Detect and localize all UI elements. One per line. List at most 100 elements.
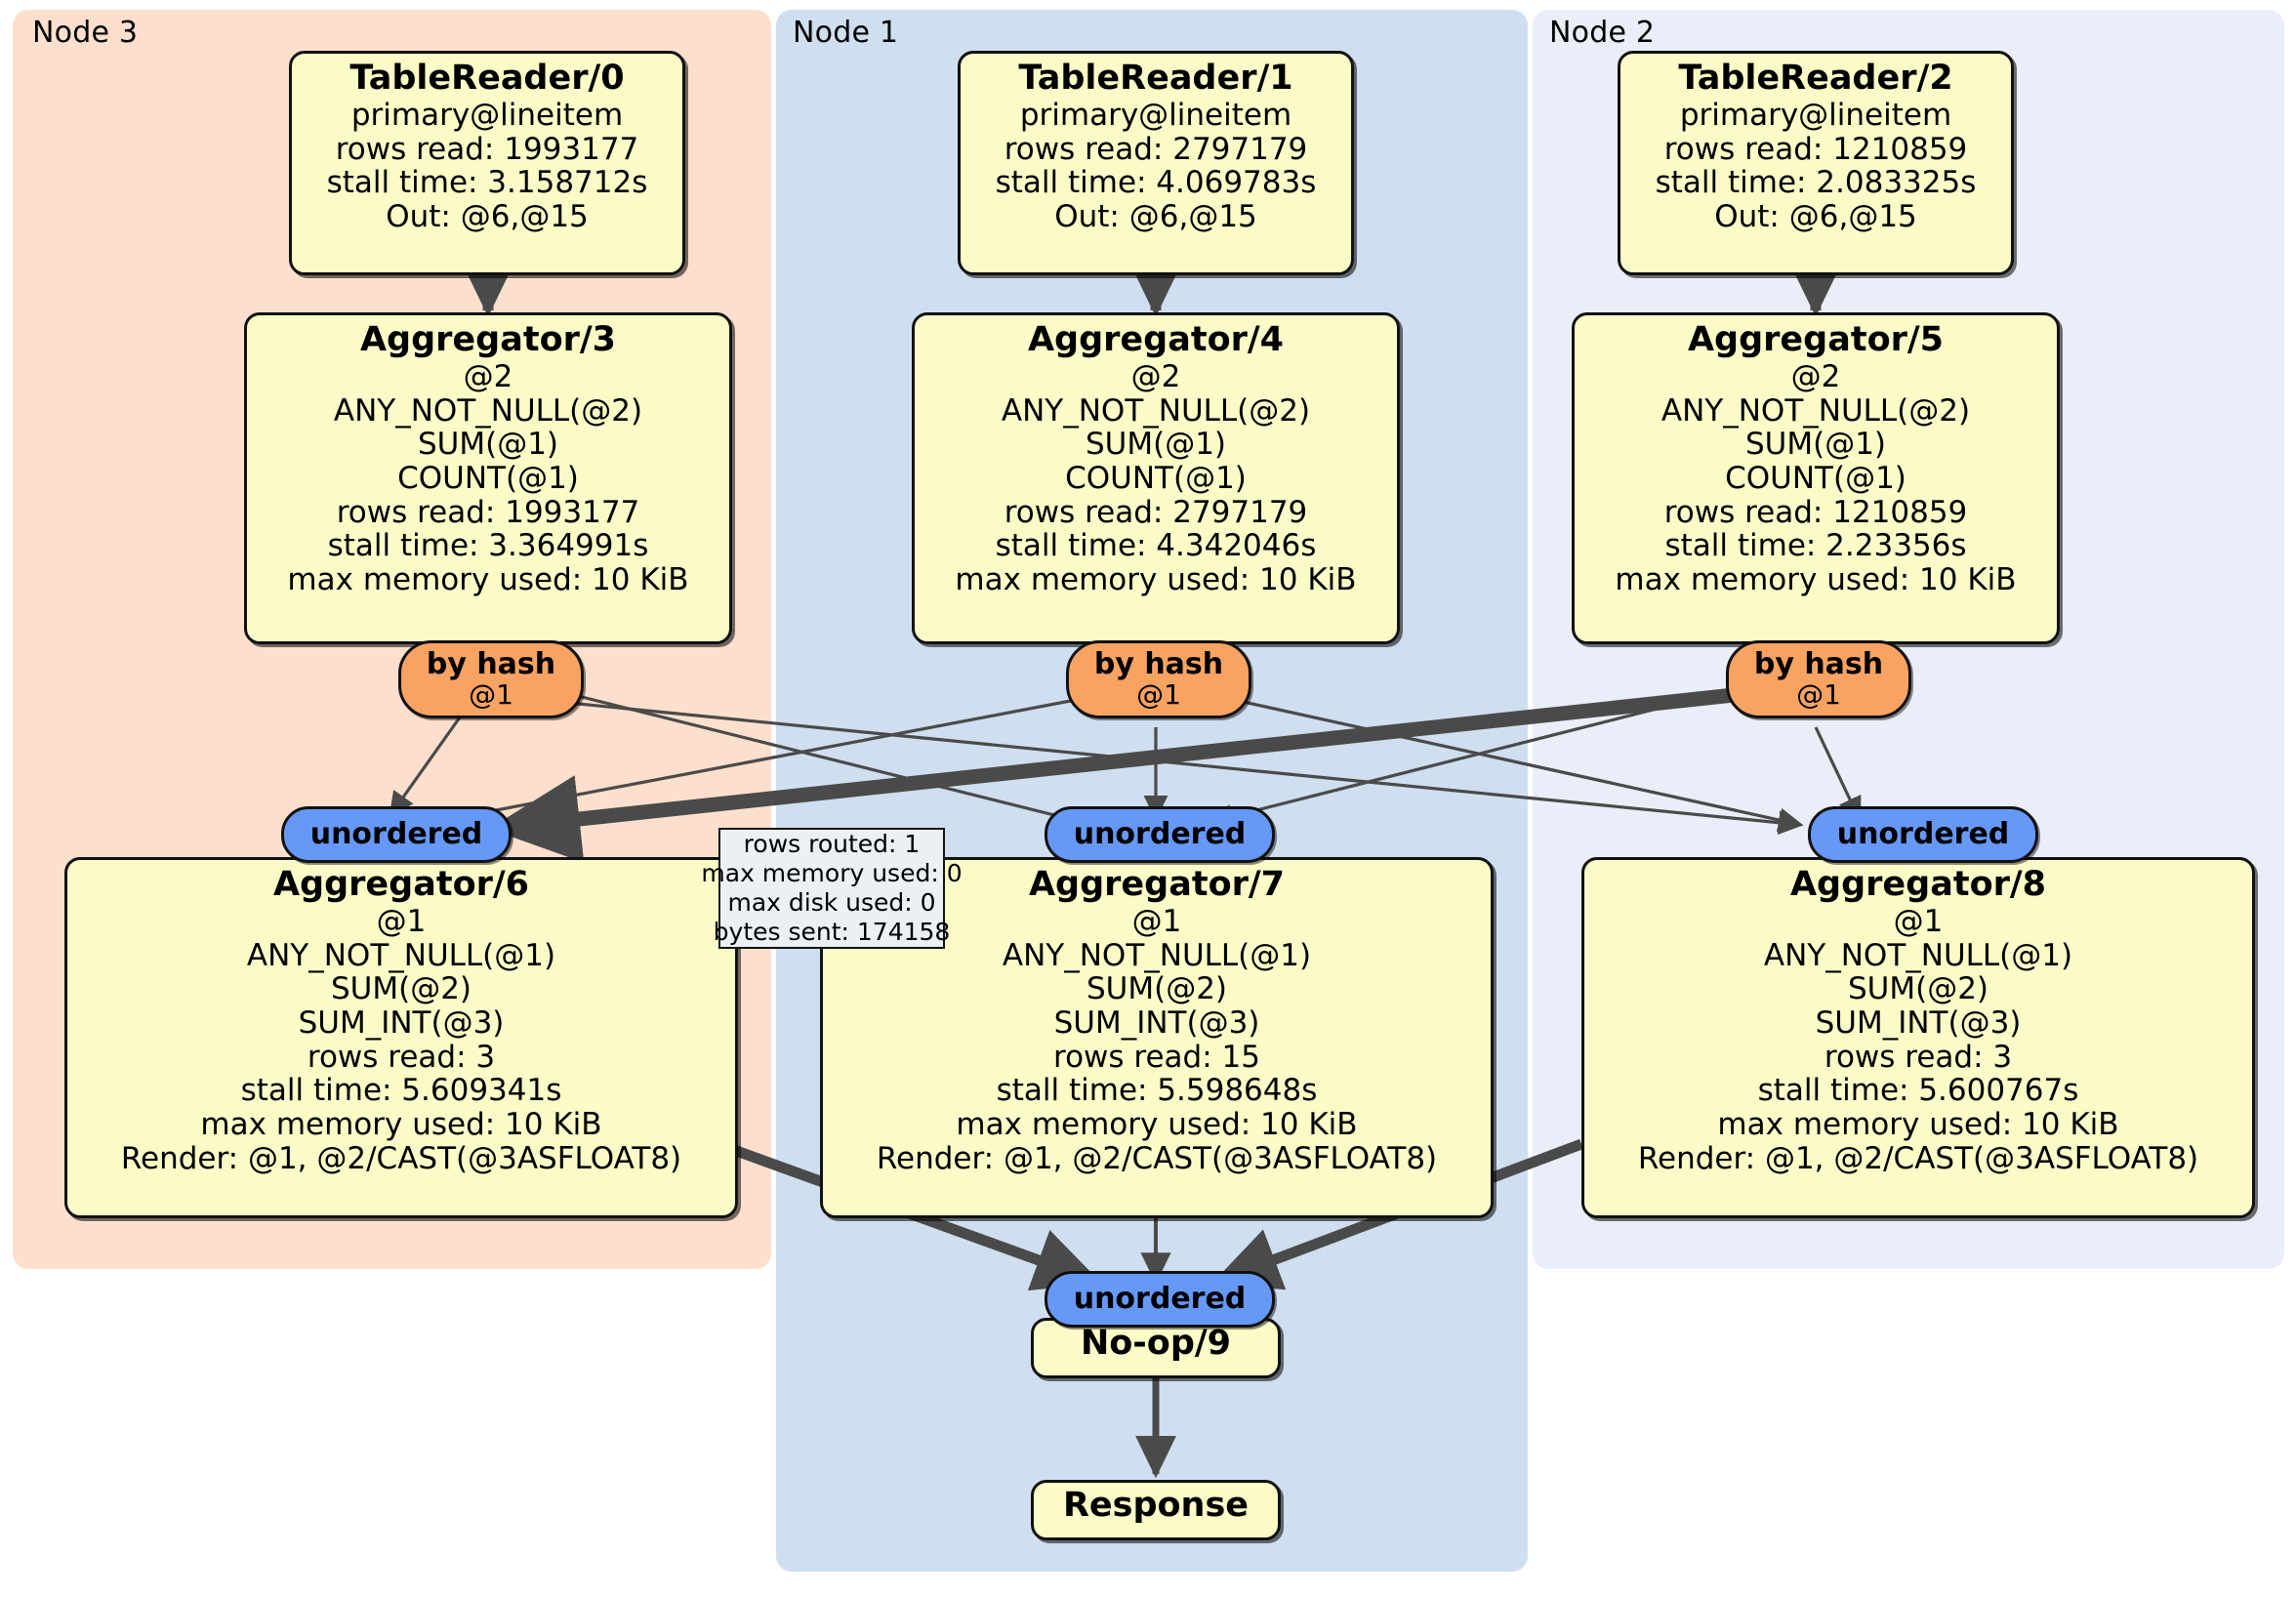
processor-aggregator-8[interactable]: Aggregator/8 @1 ANY_NOT_NULL(@1) SUM(@2)… [1581,857,2255,1218]
processor-aggregator-6[interactable]: Aggregator/6 @1 ANY_NOT_NULL(@1) SUM(@2)… [64,857,738,1218]
processor-line: stall time: 5.598648s [996,1073,1318,1109]
processor-aggregator-3[interactable]: Aggregator/3 @2 ANY_NOT_NULL(@2) SUM(@1)… [244,312,732,644]
processor-title: Aggregator/6 [272,865,530,904]
processor-tablereader-1[interactable]: TableReader/1 primary@lineitem rows read… [958,51,1354,275]
processor-line: Out: @6,@15 [1714,199,1917,235]
processor-title: Aggregator/8 [1789,865,2047,904]
processor-line: stall time: 4.069783s [995,165,1317,201]
processor-line: SUM_INT(@3) [298,1005,505,1042]
processor-line: @1 [1893,903,1944,939]
sync-unordered-noop-9[interactable]: unordered [1045,1271,1275,1328]
processor-line: SUM(@1) [1744,427,1887,463]
sync-unordered-aggregator-6[interactable]: unordered [281,806,512,863]
processor-line: rows read: 3 [307,1039,496,1075]
stats-line: bytes sent: 174158 [713,918,951,946]
processor-line: max memory used: 10 KiB [956,1107,1358,1143]
processor-line: ANY_NOT_NULL(@1) [1002,937,1312,973]
processor-line: SUM_INT(@3) [1815,1005,2022,1042]
router-title: by hash [426,647,556,682]
processor-line: @2 [1790,358,1841,394]
processor-line: rows read: 2797179 [1004,131,1308,167]
processor-line: @2 [463,358,513,394]
router-by-hash-aggregator-4[interactable]: by hash @1 [1066,640,1251,718]
processor-line: COUNT(@1) [1725,461,1906,497]
processor-response[interactable]: Response [1031,1480,1281,1540]
processor-line: COUNT(@1) [1065,461,1247,497]
processor-title: TableReader/1 [1018,59,1293,98]
processor-line: Render: @1, @2/CAST(@3ASFLOAT8) [120,1140,682,1176]
processor-line: Render: @1, @2/CAST(@3ASFLOAT8) [1637,1140,2199,1176]
processor-line: Out: @6,@15 [386,199,589,235]
edge-stats-box: rows routed: 1 max memory used: 0 max di… [701,828,963,949]
router-title: by hash [1753,647,1884,682]
panel-label-node-1: Node 1 [793,16,899,50]
processor-line: stall time: 3.364991s [327,528,649,564]
processor-line: SUM(@2) [1086,971,1228,1007]
processor-title: No-op/9 [1080,1324,1232,1364]
processor-aggregator-4[interactable]: Aggregator/4 @2 ANY_NOT_NULL(@2) SUM(@1)… [912,312,1400,644]
processor-line: rows read: 1210859 [1663,494,1968,530]
processor-line: stall time: 5.600767s [1757,1073,2079,1109]
processor-line: @1 [1131,903,1182,939]
processor-line: primary@lineitem [1679,97,1952,133]
processor-line: rows read: 1993177 [336,494,640,530]
processor-title: Aggregator/4 [1027,320,1285,359]
sync-label: unordered [309,817,483,851]
processor-line: Render: @1, @2/CAST(@3ASFLOAT8) [876,1140,1438,1176]
processor-title: Response [1062,1486,1250,1526]
sync-unordered-aggregator-8[interactable]: unordered [1808,806,2038,863]
router-subtitle: @1 [1796,678,1841,712]
processor-line: SUM(@2) [330,971,472,1007]
processor-line: ANY_NOT_NULL(@2) [333,392,643,429]
processor-title: Aggregator/3 [359,320,617,359]
processor-tablereader-2[interactable]: TableReader/2 primary@lineitem rows read… [1618,51,2014,275]
processor-line: stall time: 2.23356s [1664,528,1967,564]
processor-line: rows read: 1993177 [335,131,639,167]
processor-tablereader-0[interactable]: TableReader/0 primary@lineitem rows read… [289,51,685,275]
router-subtitle: @1 [1136,678,1181,712]
processor-line: rows read: 15 [1053,1039,1260,1075]
processor-title: TableReader/0 [349,59,625,98]
sync-label: unordered [1073,1282,1247,1316]
processor-line: Out: @6,@15 [1054,199,1257,235]
processor-line: SUM(@1) [417,427,559,463]
processor-line: ANY_NOT_NULL(@1) [246,937,556,973]
sync-label: unordered [1073,817,1247,851]
processor-line: ANY_NOT_NULL(@1) [1763,937,2073,973]
stats-line: max memory used: 0 [701,859,963,887]
processor-line: stall time: 3.158712s [326,165,648,201]
processor-line: ANY_NOT_NULL(@2) [1660,392,1971,429]
router-by-hash-aggregator-3[interactable]: by hash @1 [398,640,584,718]
processor-line: ANY_NOT_NULL(@2) [1001,392,1311,429]
panel-label-node-2: Node 2 [1549,16,1656,50]
processor-line: max memory used: 10 KiB [955,562,1357,598]
processor-line: SUM(@1) [1085,427,1227,463]
processor-line: primary@lineitem [1019,97,1292,133]
processor-aggregator-5[interactable]: Aggregator/5 @2 ANY_NOT_NULL(@2) SUM(@1)… [1572,312,2060,644]
processor-line: max memory used: 10 KiB [1717,1107,2119,1143]
processor-line: primary@lineitem [350,97,624,133]
processor-line: rows read: 2797179 [1004,494,1308,530]
router-title: by hash [1093,647,1224,682]
stats-line: rows routed: 1 [743,830,921,858]
processor-line: @1 [376,903,427,939]
processor-line: max memory used: 10 KiB [287,562,689,598]
processor-line: max memory used: 10 KiB [200,1107,602,1143]
processor-line: rows read: 1210859 [1663,131,1968,167]
stats-line: max disk used: 0 [727,888,936,917]
processor-title: Aggregator/7 [1028,865,1286,904]
sync-label: unordered [1836,817,2010,851]
panel-label-node-3: Node 3 [32,16,139,50]
processor-line: SUM(@2) [1847,971,1989,1007]
sync-unordered-aggregator-7[interactable]: unordered [1045,806,1275,863]
router-subtitle: @1 [469,678,513,712]
processor-line: @2 [1130,358,1181,394]
processor-line: stall time: 4.342046s [995,528,1317,564]
processor-line: stall time: 2.083325s [1655,165,1977,201]
router-by-hash-aggregator-5[interactable]: by hash @1 [1726,640,1911,718]
processor-line: rows read: 3 [1824,1039,2013,1075]
processor-line: COUNT(@1) [397,461,579,497]
processor-line: SUM_INT(@3) [1053,1005,1260,1042]
processor-title: TableReader/2 [1678,59,1953,98]
